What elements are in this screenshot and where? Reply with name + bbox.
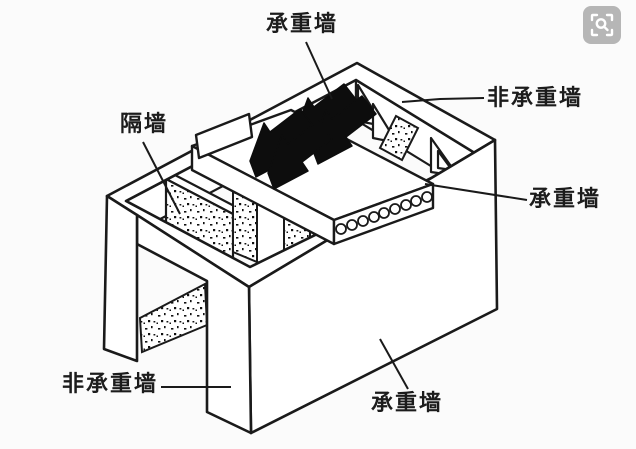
leader-partition — [142, 141, 181, 215]
label-partition-wall: 隔墙 — [120, 111, 169, 136]
label-non-load-bearing-wall-bottom: 非承重墙 — [62, 371, 159, 396]
front-left-wall-pier — [102, 194, 139, 363]
label-load-bearing-wall-top: 承重墙 — [266, 11, 339, 36]
leader-bottom-load-bearing — [379, 338, 409, 390]
leader-top-load-bearing — [305, 41, 333, 100]
label-load-bearing-wall-bottom: 承重墙 — [371, 390, 444, 415]
leader-right-load-bearing — [424, 183, 528, 201]
leader-right-non-load-bearing — [401, 97, 485, 103]
image-search-button[interactable] — [583, 6, 621, 44]
hollow-core-circles — [335, 191, 433, 235]
image-search-icon — [590, 13, 614, 37]
partition-panel-right — [378, 114, 420, 162]
load-arrows — [249, 83, 377, 190]
partition-through-door — [138, 282, 209, 354]
leader-lines — [142, 41, 528, 390]
outer-walls — [102, 138, 499, 435]
label-load-bearing-wall-right: 承重墙 — [529, 186, 602, 211]
label-non-load-bearing-wall-right: 非承重墙 — [487, 85, 584, 110]
